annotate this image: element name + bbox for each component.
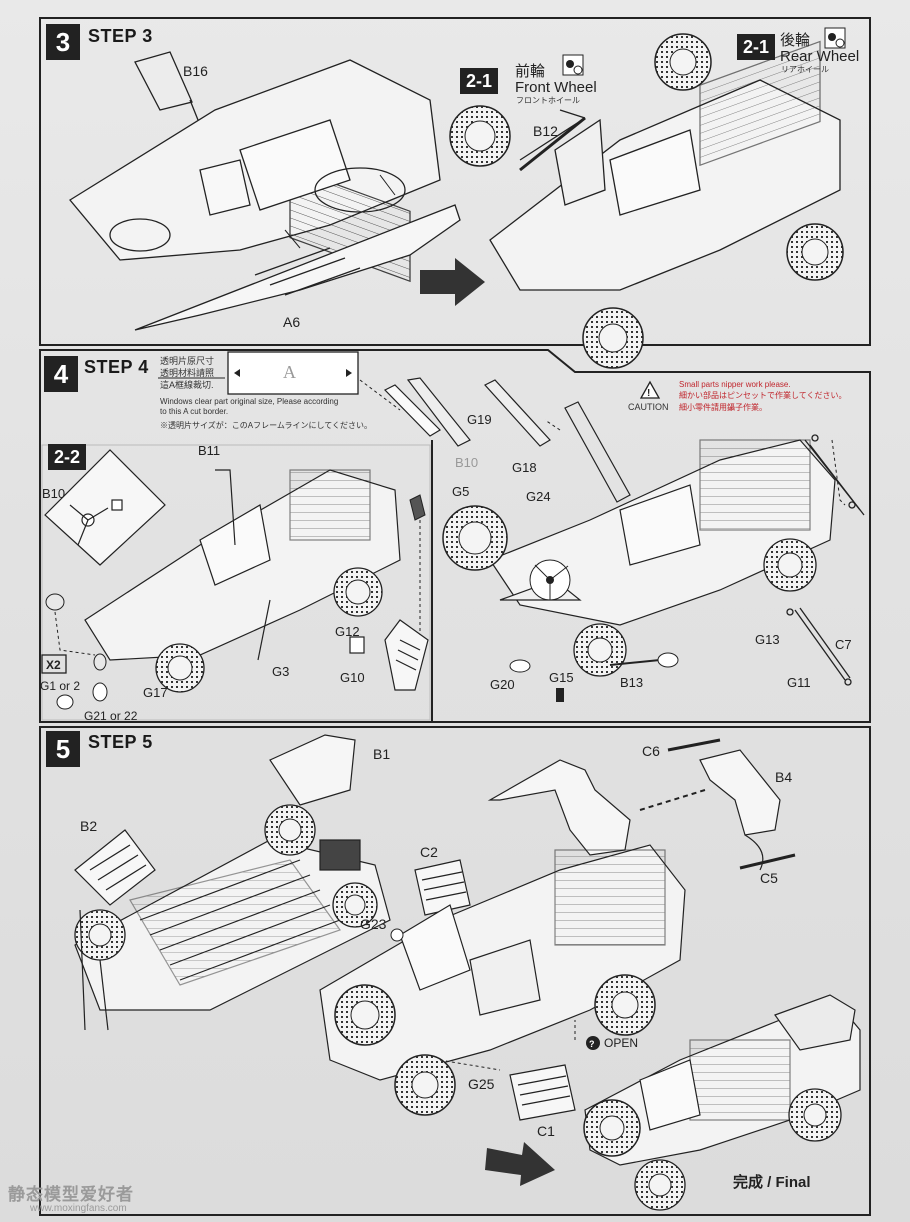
step5-b2-part: [74, 829, 156, 906]
part-label-g24: G24: [526, 489, 551, 504]
note-cjk-line2: 透明材料請照: [160, 368, 215, 378]
step3-body-assembly: [69, 51, 461, 331]
part-label-g3: G3: [272, 664, 290, 679]
step5-chassis-underside: [74, 734, 391, 1011]
part-label-g5: G5: [452, 484, 470, 499]
rear-wheel-en: Rear Wheel: [780, 48, 860, 65]
part-label-c7: C7: [835, 637, 852, 652]
part-label-b13: B13: [620, 675, 644, 690]
part-label-g18: G18: [512, 460, 537, 475]
front-wheel-en: Front Wheel: [515, 79, 597, 96]
clear-template-label: A: [283, 362, 296, 382]
note-en-line2: to this A cut border.: [160, 407, 229, 416]
part-label-b2: B2: [80, 818, 98, 834]
step4-frame: [39, 349, 871, 723]
step5-number: 5: [46, 731, 80, 767]
caution-en: Small parts nipper work please.: [679, 380, 791, 389]
caution-label: CAUTION: [628, 402, 669, 412]
front-wheel-badge: 2-1: [460, 68, 499, 94]
part-label-g21-or-22: G21 or 22: [84, 709, 138, 723]
final-vehicle: [584, 994, 861, 1166]
svg-text:!: !: [647, 388, 650, 399]
wheel-icons-step3: [449, 33, 844, 369]
part-label-g1-or-2: G1 or 2: [40, 679, 81, 693]
part-label-g25: G25: [468, 1076, 495, 1092]
step5-title: STEP 5: [88, 732, 153, 752]
front-wheel-jp: フロントホイール: [516, 96, 580, 105]
part-label-g12: G12: [335, 624, 360, 639]
multiplier-x2: X2: [46, 658, 61, 672]
step4-b10-plate: [44, 449, 166, 566]
step4-rail-parts: [786, 434, 865, 686]
part-label-c1: C1: [537, 1123, 555, 1139]
arrow-right-icon: [420, 258, 485, 306]
part-label-g11: G11: [787, 675, 811, 690]
part-label-g20: G20: [490, 677, 515, 692]
note-cjk-line3: 這A框線裁切.: [160, 380, 214, 390]
rear-wheel-badge: 2-1: [737, 34, 776, 60]
arrow-right-icon-step5: [485, 1142, 555, 1186]
step3-number: 3: [46, 24, 80, 60]
step4-left-vehicle: [84, 469, 401, 661]
svg-text:?: ?: [589, 1039, 595, 1049]
part-label-b12: B12: [533, 123, 558, 139]
caution-icon: [639, 380, 661, 399]
rear-wheel-jp: リアホイール: [781, 65, 829, 74]
watermark-cn: 静态模型爱好者: [8, 1185, 134, 1204]
step4-number: 4: [44, 356, 78, 392]
step3-assembled-vehicle: [489, 40, 841, 291]
clear-part-template: [227, 351, 359, 395]
part-label-b10-right: B10: [455, 455, 479, 470]
front-wheel-cjk: 前輪: [515, 63, 546, 80]
part-label-c2: C2: [420, 844, 438, 860]
part-label-g23: G23: [360, 916, 387, 932]
part-label-b4: B4: [775, 769, 793, 785]
step3-frame: [39, 17, 871, 346]
part-label-g15: G15: [549, 670, 574, 685]
part-label-b1: B1: [373, 746, 391, 762]
part-label-g19: G19: [467, 412, 492, 427]
rear-wheel-cjk: 後輪: [780, 32, 811, 49]
part-label-b11: B11: [198, 443, 221, 458]
part-b12-rod: [519, 116, 586, 172]
step3-title: STEP 3: [88, 26, 153, 46]
paint-chip-icons: [562, 27, 846, 76]
step4-grille-panel: [349, 619, 429, 691]
part-label-g10: G10: [340, 670, 365, 685]
step5-main-vehicle: [319, 844, 686, 1081]
step4-left-box: [41, 444, 431, 721]
part-label-b16: B16: [183, 63, 208, 79]
step4-title: STEP 4: [84, 357, 149, 377]
watermark-url: www.moxingfans.com: [30, 1203, 127, 1214]
note-en-line1: Windows clear part original size, Please…: [160, 397, 339, 406]
open-label: OPEN: [604, 1036, 639, 1050]
part-label-g17: G17: [143, 685, 168, 700]
step4-sub-badge: 2-2: [48, 444, 87, 470]
part-label-a6: A6: [283, 314, 301, 330]
part-label-b10-left: B10: [42, 486, 66, 501]
caution-cn: 細小零件請用鑷子作業。: [679, 403, 767, 412]
step5-frame: [39, 726, 871, 1216]
step5-folded-top: [487, 749, 781, 871]
step4-window-frames: [383, 377, 631, 503]
open-marker-icon: [586, 1036, 600, 1050]
caution-jp: 細かい部品はピンセットで作業してください。: [679, 391, 847, 400]
step5-c1-panel: [509, 1064, 576, 1121]
final-label: 完成 / Final: [733, 1174, 811, 1191]
step5-c2-panel: [414, 859, 471, 916]
part-label-c6: C6: [642, 743, 660, 759]
part-label-g13: G13: [755, 632, 780, 647]
note-cjk-line1: 透明片原尺寸: [160, 356, 215, 366]
note-jp-line: ※透明片サイズが：このAフレームラインにしてください。: [160, 421, 372, 430]
part-label-c5: C5: [760, 870, 778, 886]
